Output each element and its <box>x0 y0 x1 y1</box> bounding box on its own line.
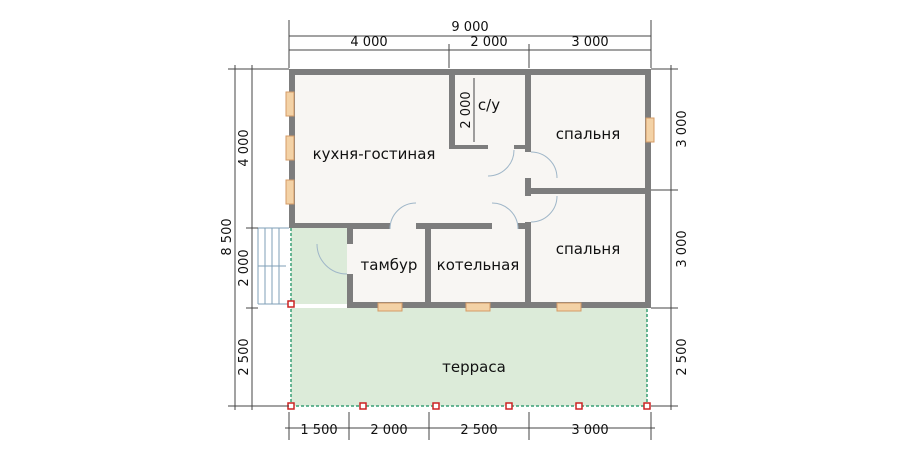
room-label-bathroom: с/у <box>478 96 500 114</box>
entry-ground <box>291 228 347 304</box>
dim-bottom-seg-3: 2 500 <box>460 423 497 438</box>
door-opening-vestibule <box>390 222 416 230</box>
dimension-right: 3 000 3 000 2 500 <box>651 65 690 410</box>
room-label-vestibule: тамбур <box>361 256 418 274</box>
post <box>359 402 367 410</box>
bedroom-bottom-floor <box>531 194 645 302</box>
post <box>575 402 583 410</box>
bedroom-top-floor <box>531 75 645 188</box>
kitchen-living-floor <box>295 75 449 223</box>
terrace-area <box>291 304 647 406</box>
door-opening-bedroom-bottom <box>524 196 532 222</box>
bathroom-floor <box>455 75 525 145</box>
door-swing-bedroom-top <box>530 151 558 179</box>
dim-top-seg-2: 2 000 <box>470 35 507 50</box>
dim-left-seg-2: 2 000 <box>237 249 252 286</box>
dim-bottom-seg-2: 2 000 <box>370 423 407 438</box>
post <box>643 402 651 410</box>
window-boiler <box>465 302 491 312</box>
window-kitchen-3 <box>285 179 295 205</box>
door-swing-entry <box>316 243 348 275</box>
dimension-bathroom: 2 000 <box>459 78 475 142</box>
window-kitchen-2 <box>285 135 295 161</box>
dim-left-seg-3: 2 500 <box>237 338 252 375</box>
door-swing-vestibule <box>389 202 417 230</box>
door-opening-boiler <box>492 222 518 230</box>
post <box>505 402 513 410</box>
room-label-boiler-room: котельная <box>437 256 520 274</box>
dim-bottom-seg-4: 3 000 <box>571 423 608 438</box>
terrace-posts <box>287 300 651 410</box>
dim-bathroom-inner: 2 000 <box>459 91 474 128</box>
room-label-kitchen-living: кухня-гостиная <box>313 145 436 163</box>
dim-left-total: 8 500 <box>220 218 235 255</box>
room-label-bedroom-top: спальня <box>556 125 621 143</box>
hall-floor <box>449 149 525 223</box>
vestibule-floor <box>353 229 425 302</box>
entry-stairs <box>257 227 289 305</box>
dim-right-seg-3: 2 500 <box>675 338 690 375</box>
dimension-left: 8 500 4 000 2 000 2 500 <box>220 65 289 410</box>
door-swing-bedroom-bottom <box>530 195 558 223</box>
window-bedroom-bottom <box>556 302 582 312</box>
window-bedroom-top <box>645 117 655 143</box>
door-opening-bedroom-top <box>524 152 532 178</box>
window-vestibule <box>377 302 403 312</box>
room-label-bedroom-bottom: спальня <box>556 240 621 258</box>
dim-bottom-seg-1: 1 500 <box>300 423 337 438</box>
door-swing-bathroom <box>487 149 515 177</box>
dim-left-seg-1: 4 000 <box>237 129 252 166</box>
window-kitchen-1 <box>285 91 295 117</box>
dim-right-seg-1: 3 000 <box>675 110 690 147</box>
dim-top-total: 9 000 <box>451 20 488 35</box>
dimension-bottom: 1 500 2 000 2 500 3 000 <box>285 412 655 440</box>
room-label-terrace: терраса <box>442 358 506 376</box>
post <box>287 300 295 308</box>
door-opening-entry <box>347 244 354 274</box>
dimension-top: 9 000 4 000 2 000 3 000 <box>288 20 652 68</box>
door-opening-bathroom <box>488 144 514 150</box>
door-swing-boiler <box>491 202 519 230</box>
dim-top-seg-1: 4 000 <box>350 35 387 50</box>
boiler-room-floor <box>431 229 525 302</box>
dim-top-seg-3: 3 000 <box>571 35 608 50</box>
dim-right-seg-2: 3 000 <box>675 230 690 267</box>
post <box>432 402 440 410</box>
